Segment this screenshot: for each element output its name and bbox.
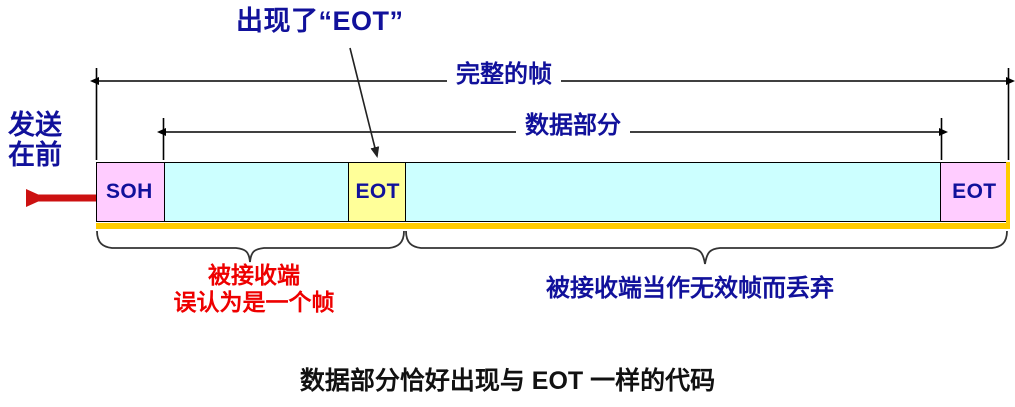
send-first-line-2: 在前 (8, 140, 62, 171)
note-misread-as-frame: 被接收端 误认为是一个帧 (128, 262, 380, 316)
diagram-caption: 数据部分恰好出现与 EOT 一样的代码 (299, 367, 716, 395)
frame-segment-data-first (163, 163, 349, 221)
frame-segment-data-second (405, 163, 941, 221)
frame-segment-false-eot-label: EOT (355, 180, 400, 203)
frame-segment-soh: SOH (97, 163, 164, 221)
note-misread-line-2: 误认为是一个帧 (173, 289, 335, 316)
send-first-label: 发送 在前 (8, 110, 62, 170)
frame-underline-bar (96, 223, 1009, 229)
brace-discarded-frame (405, 230, 1008, 265)
frame-segment-eot-label: EOT (952, 180, 997, 203)
brace-misread-frame (96, 230, 405, 263)
measure-label-data-part: 数据部分 (516, 112, 630, 140)
frame-underline-right-cap (1006, 162, 1010, 229)
frame-segment-soh-label: SOH (106, 180, 153, 203)
measure-label-full-frame: 完整的帧 (447, 61, 561, 89)
frame-segment-eot: EOT (940, 163, 1008, 221)
leader-arrow-false-eot (349, 47, 380, 158)
note-discarded-as-invalid: 被接收端当作无效帧而丢弃 (546, 275, 834, 302)
frame-segment-false-eot: EOT (348, 163, 406, 221)
note-misread-line-1: 被接收端 (208, 262, 300, 288)
send-first-line-1: 发送 (8, 110, 62, 140)
frame-strip: SOH EOT EOT (96, 162, 1008, 222)
annotation-false-eot-appears: 出现了“EOT” (236, 6, 404, 36)
